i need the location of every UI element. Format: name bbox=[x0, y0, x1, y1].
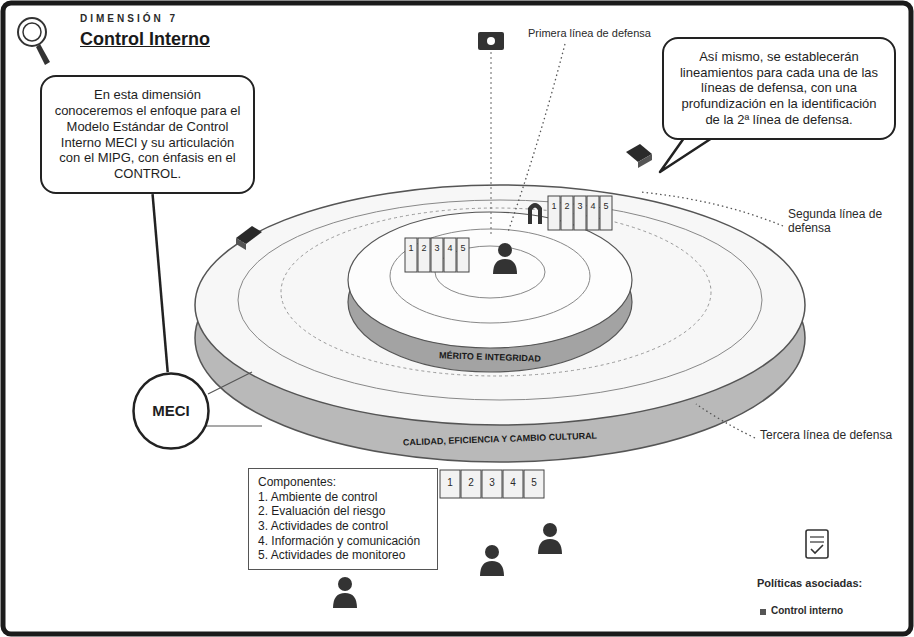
callout-number: 5 bbox=[460, 243, 465, 253]
leader-line bbox=[696, 404, 755, 438]
ring-line-dashed bbox=[281, 208, 711, 376]
panel bbox=[600, 196, 612, 230]
circle-shape bbox=[134, 374, 209, 449]
callout-number: 2 bbox=[564, 201, 569, 211]
panel bbox=[524, 470, 544, 498]
panel-set bbox=[405, 238, 469, 272]
magnifier-lens bbox=[18, 18, 46, 46]
bullet-square bbox=[760, 609, 766, 615]
callout-number: 5 bbox=[603, 201, 608, 211]
defense-line-label: Primera línea de defensa bbox=[528, 27, 651, 40]
person-body bbox=[480, 561, 504, 576]
person-body bbox=[493, 259, 517, 274]
meci-circle: MECI bbox=[132, 372, 210, 450]
callout-number: 3 bbox=[489, 477, 495, 489]
person-body bbox=[333, 593, 357, 608]
panel bbox=[482, 470, 502, 498]
panel bbox=[431, 238, 443, 272]
callout-number: 1 bbox=[447, 477, 453, 489]
inner-platform-top bbox=[348, 212, 632, 348]
panel bbox=[574, 196, 586, 230]
panel bbox=[548, 196, 560, 230]
magnifier-handle bbox=[36, 44, 50, 65]
leader-line bbox=[640, 192, 783, 226]
callout-pointer bbox=[153, 194, 168, 372]
callout-number: 4 bbox=[510, 477, 516, 489]
box-text: En esta dimensión conoceremos el enfoque… bbox=[54, 87, 241, 182]
components-box: Componentes:1. Ambiente de control2. Eva… bbox=[248, 468, 438, 570]
book-icon bbox=[638, 154, 652, 168]
outer-ring-top bbox=[195, 185, 805, 425]
person-head bbox=[338, 577, 352, 591]
person-icon bbox=[493, 243, 517, 274]
check-mark bbox=[811, 545, 823, 553]
callout-number: 4 bbox=[447, 243, 452, 253]
callout-number: 3 bbox=[434, 243, 439, 253]
leader-line bbox=[491, 52, 492, 236]
person-icon bbox=[538, 523, 562, 554]
policies-heading: Políticas asociadas: bbox=[757, 577, 862, 590]
callout-number: 2 bbox=[421, 243, 426, 253]
frame-border bbox=[3, 3, 911, 634]
callout-number: 1 bbox=[551, 201, 556, 211]
callout-number: 4 bbox=[590, 201, 595, 211]
callout-number: 2 bbox=[468, 477, 474, 489]
dimension-title: Control Interno bbox=[80, 29, 210, 50]
document-icon-line bbox=[810, 536, 824, 537]
inner-ring bbox=[390, 229, 590, 323]
policy-item: Control interno bbox=[771, 605, 843, 617]
box-text: 2. Evaluación del riesgo bbox=[258, 504, 428, 519]
box-heading: Componentes: bbox=[258, 475, 428, 490]
panel bbox=[440, 470, 460, 498]
leader-line bbox=[508, 44, 565, 232]
panel bbox=[461, 470, 481, 498]
person-head bbox=[485, 545, 499, 559]
person-icon bbox=[333, 577, 357, 608]
box-text: 5. Actividades de monitoreo bbox=[258, 548, 428, 563]
speech-bubble: En esta dimensión conoceremos el enfoque… bbox=[40, 75, 255, 194]
ring-band-label: CALIDAD, EFICIENCIA Y CAMBIO CULTURAL bbox=[400, 431, 600, 448]
panel-set bbox=[548, 196, 612, 230]
person-head bbox=[543, 523, 557, 537]
meci-link-line bbox=[208, 372, 252, 394]
callout-number: 1 bbox=[408, 243, 413, 253]
person-icon bbox=[480, 545, 504, 576]
ring-line bbox=[238, 200, 762, 400]
panel bbox=[444, 238, 456, 272]
book-icon bbox=[236, 238, 246, 250]
document-icon bbox=[806, 530, 828, 558]
box-text: 3. Actividades de control bbox=[258, 519, 428, 534]
person-head bbox=[498, 243, 512, 257]
box-text: MECI bbox=[152, 402, 190, 420]
callout-number: 5 bbox=[531, 477, 537, 489]
defense-line-label: Tercera línea de defensa bbox=[760, 429, 892, 443]
document-icon-line bbox=[810, 541, 824, 542]
panel bbox=[561, 196, 573, 230]
magnifier-lens-inner bbox=[23, 23, 41, 41]
camera-icon bbox=[478, 32, 504, 50]
panel bbox=[405, 238, 417, 272]
person-body bbox=[538, 539, 562, 554]
box-text: Así mismo, se establecerán lineamientos … bbox=[676, 49, 882, 128]
dimension-number: DIMENSIÓN 7 bbox=[80, 13, 178, 25]
box-text: 4. Información y comunicación bbox=[258, 534, 428, 549]
panel bbox=[457, 238, 469, 272]
callout-number: 3 bbox=[577, 201, 582, 211]
camera-icon-lens bbox=[487, 37, 495, 45]
panel bbox=[418, 238, 430, 272]
ring-band-label: MÉRITO E INTEGRIDAD bbox=[436, 350, 544, 364]
defense-line-label: Segunda línea de defensa bbox=[788, 208, 894, 236]
callout-tail bbox=[660, 138, 712, 172]
panel bbox=[503, 470, 523, 498]
arch-icon bbox=[528, 203, 542, 224]
box-text: 1. Ambiente de control bbox=[258, 490, 428, 505]
meci-link-line bbox=[206, 425, 262, 426]
panel bbox=[587, 196, 599, 230]
speech-bubble: Así mismo, se establecerán lineamientos … bbox=[662, 37, 896, 140]
panel-set bbox=[440, 470, 544, 498]
